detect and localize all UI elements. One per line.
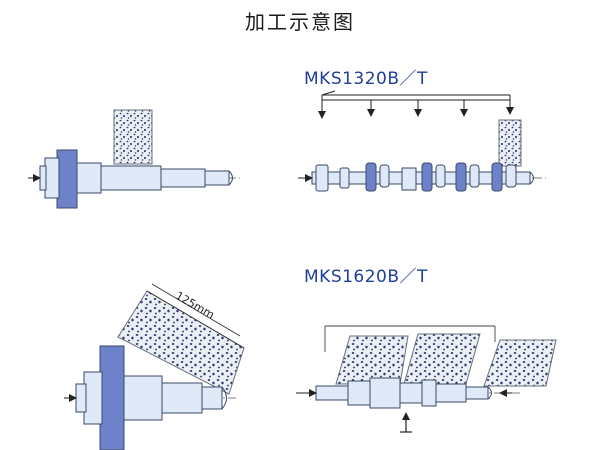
collet (56, 149, 78, 209)
grinding-wheel-2 (403, 333, 481, 385)
grinding-wheel (498, 119, 522, 167)
model-label-top: MKS1320B／T (304, 69, 428, 89)
grinding-wheel (113, 109, 153, 165)
grinding-wheel-3 (483, 339, 557, 387)
workpiece (76, 162, 102, 194)
diagram-bottom-right (296, 325, 557, 433)
grinding-wheel-1 (335, 335, 409, 385)
collet (99, 345, 125, 450)
page-title: 加工示意图 (245, 10, 355, 34)
model-label-bottom: MKS1620B／T (304, 267, 428, 287)
workpiece (123, 375, 163, 421)
diagram-top-right (298, 90, 546, 192)
diagram-bottom-left: 125mm (64, 283, 245, 450)
diagram-top-left (28, 109, 240, 209)
